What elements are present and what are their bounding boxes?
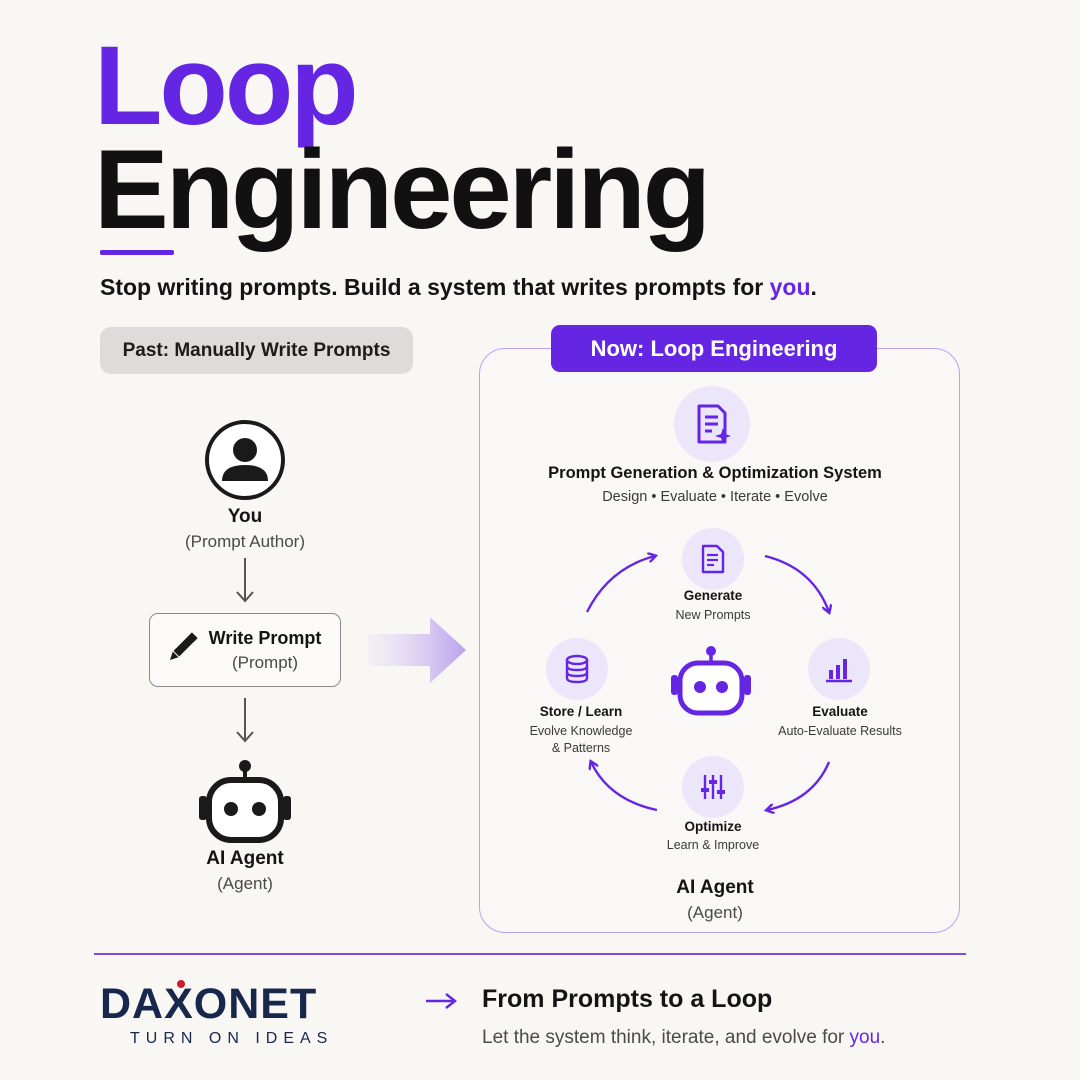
pencil-icon (169, 632, 198, 661)
document-sparkle-icon (697, 404, 731, 444)
brand-logo: DAXONET (100, 980, 318, 1028)
agent-label-left: AI Agent (206, 848, 284, 869)
loop-arrow-top-right (764, 554, 829, 612)
agent-sub-left: (Agent) (217, 874, 273, 893)
document-icon (701, 544, 725, 574)
title-engineering: Engineering (94, 127, 711, 252)
bar-chart-icon (826, 659, 852, 683)
optimize-title: Optimize (684, 819, 742, 834)
robot-icon (671, 646, 751, 716)
loop-arrow-bottom-left (591, 762, 658, 812)
title-loop: Loop (94, 23, 359, 148)
person-icon (205, 420, 285, 500)
transition-arrow-icon (368, 617, 466, 683)
footer-title: From Prompts to a Loop (482, 985, 773, 1013)
subtitle: Stop writing prompts. Build a system tha… (100, 274, 817, 301)
footer-divider (94, 953, 966, 955)
robot-icon (199, 760, 291, 843)
you-role: (Prompt Author) (185, 532, 305, 551)
sliders-icon (701, 775, 725, 799)
store-sub-line2: & Patterns (551, 741, 611, 755)
down-arrow-icon (236, 558, 254, 603)
brand-tagline: TURN ON IDEAS (130, 1030, 334, 1047)
database-icon (565, 654, 589, 684)
store-circle (546, 638, 608, 700)
footer-sub-accent: you (849, 1027, 881, 1048)
system-circle (674, 386, 750, 462)
evaluate-title: Evaluate (812, 704, 868, 719)
right-arrow-icon (426, 993, 457, 1009)
subtitle-end: . (810, 274, 817, 300)
footer-sub-end: . (880, 1027, 886, 1048)
system-steps: Design • Evaluate • Iterate • Evolve (602, 489, 828, 505)
past-pill: Past: Manually Write Prompts (100, 327, 413, 374)
generate-sub: New Prompts (675, 608, 751, 622)
footer-sub-main: Let the system think, iterate, and evolv… (482, 1027, 850, 1048)
evaluate-circle (808, 638, 870, 700)
generate-circle (682, 528, 744, 590)
store-sub-line1: Evolve Knowledge (529, 724, 633, 738)
now-pill: Now: Loop Engineering (551, 325, 877, 372)
you-label: You (227, 506, 263, 527)
subtitle-accent: you (769, 274, 811, 300)
agent-sub-right: (Agent) (687, 903, 743, 922)
footer-subtitle: Let the system think, iterate, and evolv… (482, 1027, 885, 1049)
generate-title: Generate (683, 588, 743, 603)
system-title: Prompt Generation & Optimization System (548, 464, 882, 482)
subtitle-main: Stop writing prompts. Build a system tha… (100, 274, 770, 300)
store-title: Store / Learn (539, 704, 623, 719)
title-underline (100, 250, 174, 255)
optimize-circle (682, 756, 744, 818)
evaluate-sub: Auto-Evaluate Results (778, 724, 902, 738)
write-prompt-sub: (Prompt) (231, 653, 299, 672)
brand-dot (177, 980, 185, 988)
loop-arrow-top-left (585, 556, 655, 613)
agent-label-right: AI Agent (676, 877, 754, 898)
down-arrow-icon (236, 698, 254, 743)
optimize-sub: Learn & Improve (666, 838, 760, 852)
write-prompt-label: Write Prompt (208, 628, 322, 648)
loop-arrow-bottom-right (767, 761, 831, 810)
loop-arrows (585, 520, 960, 820)
